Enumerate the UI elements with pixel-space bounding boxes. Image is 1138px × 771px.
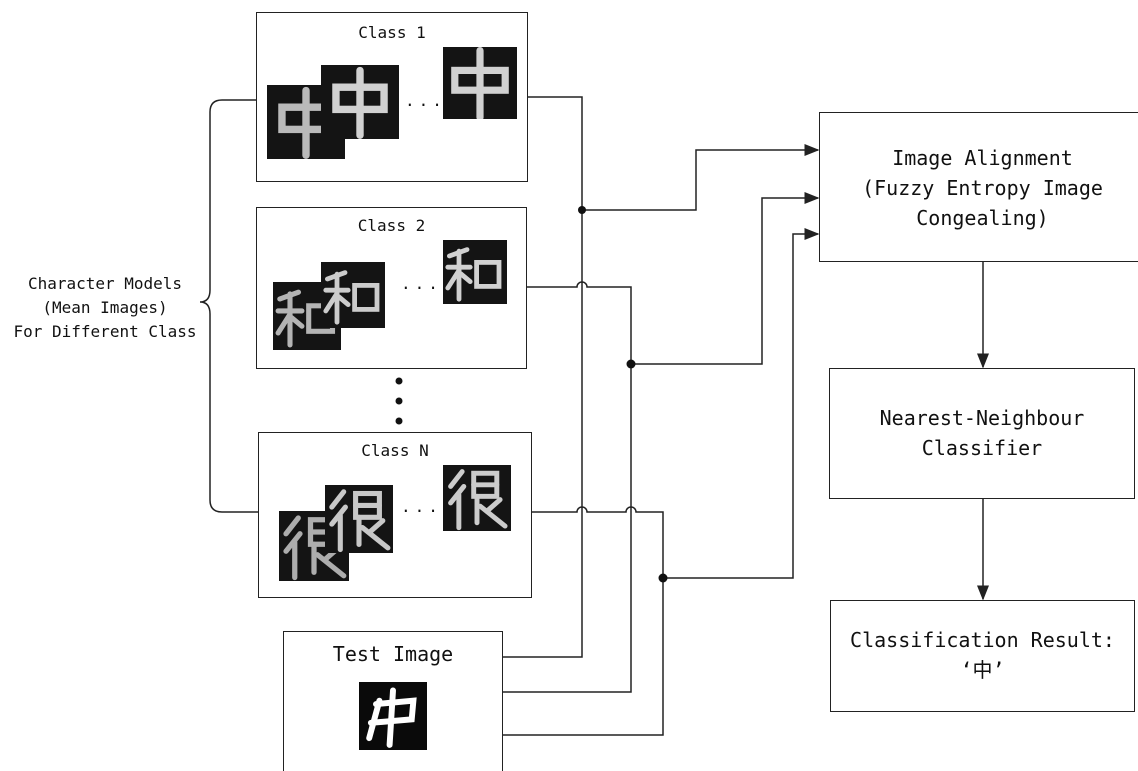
junction-2 — [626, 359, 636, 369]
alignment-line-3: Congealing) — [916, 206, 1049, 230]
junction-3 — [658, 573, 668, 583]
class-n-ellipsis: ... — [401, 497, 442, 516]
result-line-1: Classification Result: — [850, 628, 1115, 652]
class-1-mean-image-2 — [321, 65, 399, 139]
class-1-box: Class 1 ... — [256, 12, 528, 182]
test-image-box: Test Image — [283, 631, 503, 771]
class-1-ellipsis: ... — [405, 91, 446, 110]
image-alignment-text: Image Alignment (Fuzzy Entropy Image Con… — [820, 143, 1138, 233]
side-label-line-1: Character Models — [27, 274, 183, 293]
alignment-line-1: Image Alignment — [892, 146, 1073, 170]
wire-to-align-3 — [663, 228, 820, 579]
wire-class2 — [490, 281, 632, 693]
junction-1 — [578, 206, 586, 214]
wire-classN — [490, 506, 664, 736]
class-1-mean-image-n — [443, 47, 517, 119]
image-alignment-box: Image Alignment (Fuzzy Entropy Image Con… — [819, 112, 1138, 262]
vertical-dot-3 — [395, 417, 403, 425]
alignment-line-2: (Fuzzy Entropy Image — [862, 176, 1103, 200]
class-2-label: Class 2 — [357, 216, 426, 235]
class-2-ellipsis: ... — [401, 274, 442, 293]
vertical-dot-1 — [395, 377, 403, 385]
result-text: Classification Result: ‘中’ — [831, 625, 1134, 685]
wire-to-align-2 — [631, 192, 820, 365]
result-box: Classification Result: ‘中’ — [830, 600, 1135, 712]
class-n-label: Class N — [361, 441, 429, 460]
classifier-line-2: Classifier — [921, 436, 1043, 460]
character-models-label: Character Models (Mean Images) For Diffe… — [0, 272, 210, 344]
classifier-text: Nearest-Neighbour Classifier — [830, 403, 1134, 463]
test-image-thumbnail — [359, 682, 427, 750]
classifier-box: Nearest-Neighbour Classifier — [829, 368, 1135, 499]
class-2-box: Class 2 ... — [256, 207, 527, 369]
brace — [199, 99, 258, 513]
wire-to-align-1 — [582, 144, 820, 211]
class-1-label: Class 1 — [358, 23, 426, 42]
wire-class1 — [502, 96, 583, 658]
class-n-mean-image-1 — [279, 511, 349, 581]
test-image-label: Test Image — [332, 642, 454, 666]
result-line-2: ‘中’ — [960, 658, 1005, 682]
side-label-line-2: (Mean Images) — [42, 298, 168, 317]
side-label-line-3: For Different Class — [13, 322, 197, 341]
class-2-mean-image-2 — [321, 262, 385, 328]
classifier-line-1: Nearest-Neighbour — [879, 406, 1085, 430]
class-n-mean-image-n — [443, 465, 511, 531]
class-2-mean-image-n — [443, 240, 507, 304]
class-n-mean-image-2 — [325, 485, 393, 553]
vertical-dot-2 — [395, 397, 403, 405]
class-n-box: Class N ... — [258, 432, 532, 598]
